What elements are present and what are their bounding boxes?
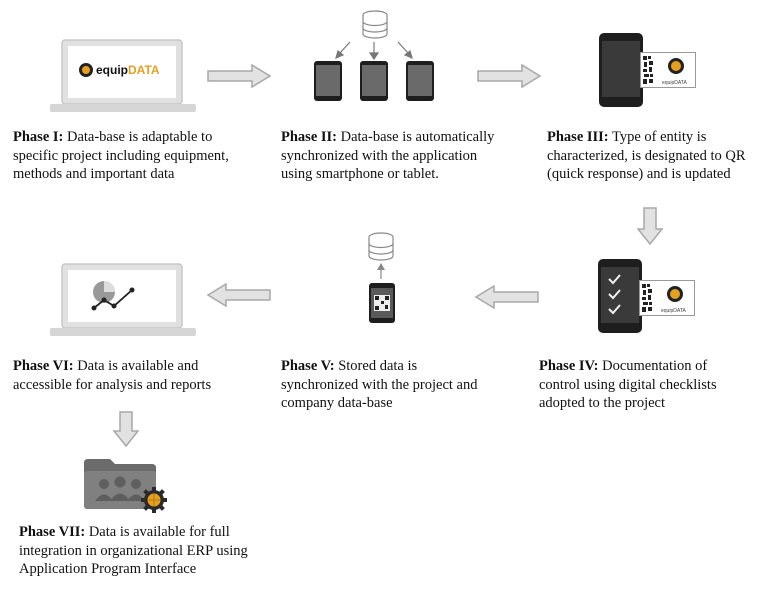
phase-1-title: Phase I:: [13, 129, 64, 145]
gear-icon: [79, 63, 93, 77]
phase-4-title: Phase IV:: [539, 358, 599, 374]
arrow-down-icon: [113, 411, 139, 447]
sync-arrows-icon: [330, 38, 420, 62]
phase-4-description: Phase IV: Documentation of control using…: [539, 357, 749, 413]
phase-7-erp-folder-icon: [82, 455, 172, 515]
phase-5-text: Stored data is synchronized with the pro…: [281, 358, 478, 411]
phase-4-checklist-phone-icon: [597, 258, 643, 334]
gear-icon: [140, 486, 168, 514]
phase-6-title: Phase VI:: [13, 358, 74, 374]
smartphone-icon-center: [359, 60, 389, 102]
phase-3-description: Phase III: Type of entity is characteriz…: [547, 128, 757, 184]
phase-1-text: Data-base is adaptable to specific proje…: [13, 129, 229, 182]
phase-7-description: Phase VII: Data is available for full in…: [19, 523, 281, 579]
qr-tag-icon: equipDATA: [640, 52, 696, 88]
phase-2-title: Phase II:: [281, 129, 337, 145]
phase-7-text: Data is available for full integration i…: [19, 524, 248, 577]
qr-tag-icon: equipDATA: [639, 280, 695, 316]
arrow-left-icon: [206, 283, 272, 307]
database-icon: [366, 232, 396, 262]
phase-4-text: Documentation of control using digital c…: [539, 358, 717, 411]
phase-3-title: Phase III:: [547, 129, 609, 145]
phase-5-description: Phase V: Stored data is synchronized wit…: [281, 357, 491, 413]
phase-3-smartphone-icon: [598, 32, 644, 108]
phase-7-title: Phase VII:: [19, 524, 86, 540]
phase-5-title: Phase V:: [281, 358, 335, 374]
equipdata-logo: equipDATA: [78, 62, 160, 78]
phase-6-text: Data is available and accessible for ana…: [13, 358, 212, 393]
qr-tag-label: equipDATA: [661, 308, 686, 314]
smartphone-icon-right: [405, 60, 435, 102]
arrow-left-icon: [474, 285, 540, 309]
phase-1-laptop-icon: [48, 38, 198, 116]
arrow-up-icon: [375, 262, 387, 280]
arrow-right-icon: [476, 64, 542, 88]
database-icon: [360, 10, 390, 40]
phase-2-text: Data-base is automatically synchronized …: [281, 129, 495, 182]
arrow-down-icon: [637, 207, 663, 245]
phase-3-text: Type of entity is characterized, is desi…: [547, 129, 746, 182]
arrow-right-icon: [206, 64, 272, 88]
phase-6-analytics-laptop-icon: [48, 262, 198, 340]
logo-suffix: DATA: [128, 63, 160, 77]
phase-2-description: Phase II: Data-base is automatically syn…: [281, 128, 501, 184]
smartphone-icon-left: [313, 60, 343, 102]
phase-5-qr-phone-icon: [368, 282, 396, 324]
phase-6-description: Phase VI: Data is available and accessib…: [13, 357, 238, 394]
phase-1-description: Phase I: Data-base is adaptable to speci…: [13, 128, 243, 184]
qr-tag-label: equipDATA: [662, 80, 687, 86]
logo-prefix: equip: [96, 63, 128, 77]
